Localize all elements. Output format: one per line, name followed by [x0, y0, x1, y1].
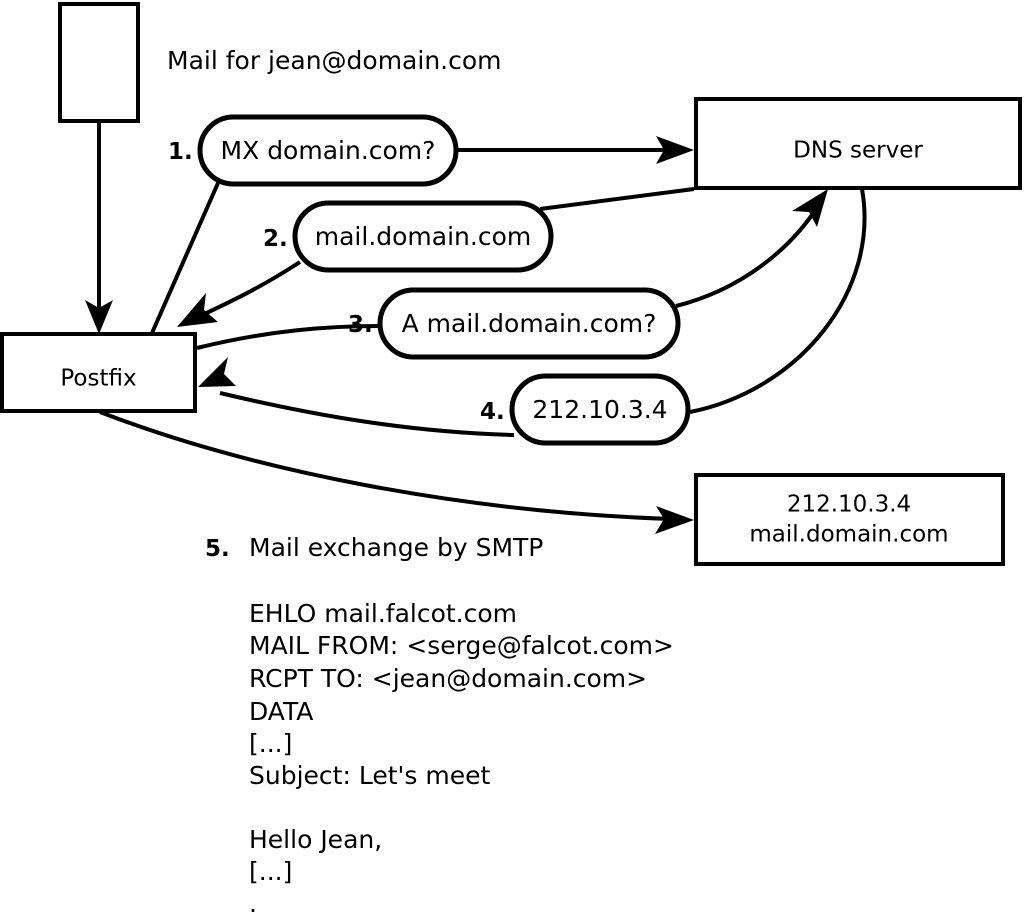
postfix-box: Postfix — [0, 332, 197, 413]
edge-step2-pill2-to-postfix — [177, 260, 302, 327]
edge-step4-dns-to-pill4 — [689, 188, 867, 414]
step-5-number: 5. — [205, 536, 230, 562]
edge-step3-pill3-to-dns — [675, 189, 828, 308]
arrowhead-postfix-target — [655, 506, 694, 534]
target-box-line1: 212.10.3.4 — [787, 492, 911, 518]
transcript-line-5: Subject: Let's meet — [249, 761, 490, 790]
step-5-label: Mail exchange by SMTP — [249, 533, 543, 562]
edge-step3-postfix-to-pill3 — [196, 324, 381, 350]
dns-server-box-label: DNS server — [793, 138, 923, 164]
target-mailserver-box: 212.10.3.4 mail.domain.com — [694, 473, 1005, 566]
step-3-pill: A mail.domain.com? — [377, 287, 681, 360]
postfix-box-label: Postfix — [60, 366, 136, 392]
transcript-line-10: . — [249, 889, 257, 918]
arrowhead-pill3-dns — [792, 189, 828, 227]
sender-box — [58, 2, 140, 123]
step-2-number: 2. — [263, 226, 288, 252]
step-1-number: 1. — [168, 139, 193, 165]
transcript-line-8: [...] — [249, 857, 292, 886]
edge-step2-dns-to-pill2 — [539, 187, 695, 211]
edge-sender-to-postfix — [85, 123, 113, 334]
arrowhead-pill1-dns — [656, 136, 694, 164]
smtp-transcript: EHLO mail.falcot.com MAIL FROM: <serge@f… — [249, 599, 674, 918]
edge-step1-pill1-to-dns — [458, 136, 694, 164]
mail-for-caption: Mail for jean@domain.com — [167, 46, 502, 75]
step-4-number: 4. — [480, 399, 505, 425]
edge-step5-postfix-to-target — [99, 410, 694, 534]
step-4-pill: 212.10.3.4 — [509, 373, 691, 446]
arrowhead-sender-postfix — [85, 300, 113, 334]
transcript-line-0: EHLO mail.falcot.com — [249, 599, 517, 628]
edge-step4-pill4-to-postfix — [198, 357, 515, 437]
step-1-pill: MX domain.com? — [197, 114, 459, 187]
transcript-line-7: Hello Jean, — [249, 825, 382, 854]
step-4-label: 212.10.3.4 — [532, 395, 667, 424]
transcript-line-1: MAIL FROM: <serge@falcot.com> — [249, 631, 674, 660]
arrowhead-pill4-postfix — [198, 357, 236, 387]
step-3-number: 3. — [348, 312, 373, 338]
step-3-label: A mail.domain.com? — [402, 309, 657, 338]
arrowhead-pill2-postfix — [177, 293, 218, 327]
transcript-line-4: [...] — [249, 729, 292, 758]
step-2-pill: mail.domain.com — [292, 200, 554, 273]
dns-server-box: DNS server — [694, 97, 1022, 190]
transcript-line-3: DATA — [249, 697, 313, 726]
transcript-line-2: RCPT TO: <jean@domain.com> — [249, 664, 647, 693]
edge-step1-postfix-to-pill1 — [150, 182, 220, 334]
target-box-line2: mail.domain.com — [749, 522, 948, 548]
step-1-label: MX domain.com? — [221, 136, 436, 165]
step-2-label: mail.domain.com — [315, 222, 531, 251]
